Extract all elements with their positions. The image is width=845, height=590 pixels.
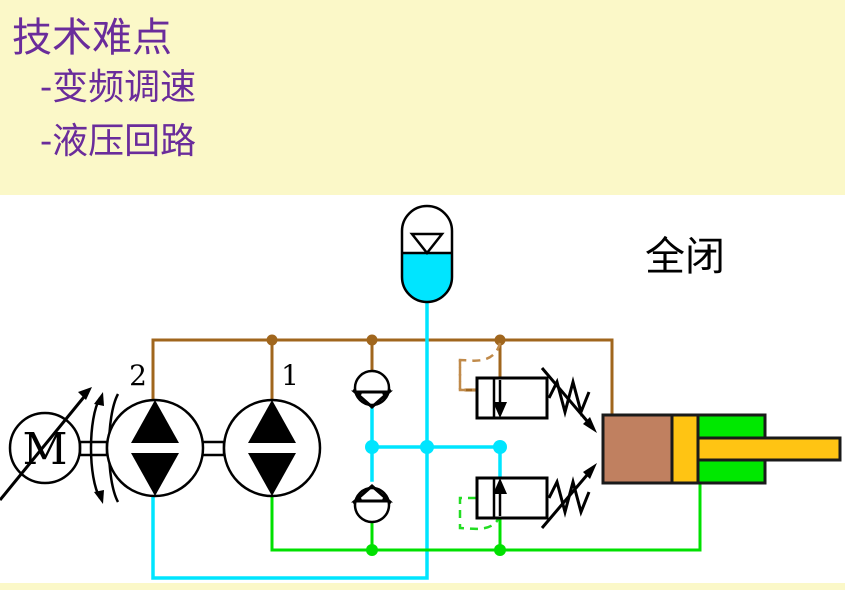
accumulator-outline [400,204,454,304]
relief-valve-upper-adjust-arrowhead [583,417,597,433]
junction-dot-green-1 [366,544,378,556]
cyan-junction-dots [365,440,507,454]
green-junction-dots [366,544,506,556]
junction-dot-brown-3 [494,334,506,346]
check-valve-lower-seat [351,483,393,503]
cyan-line-network [151,298,502,580]
check-valve-lower-seat-tick-left [352,496,362,505]
brown-pressure-line-network [151,328,614,417]
check-valve-upper-ball [353,369,391,407]
relief-valve-lower-adjust-shaft [540,467,595,529]
check-valve-upper [351,369,393,410]
accumulator [400,204,454,304]
motor-rotation-arrow-down [94,490,104,504]
check-valve-lower-ball [353,486,391,524]
junction-dot-brown-2 [366,334,378,346]
check-valve-lower-seat-tick-right [382,496,392,505]
pump1-triangle-down [248,453,296,496]
junction-dot-cyan-1 [365,440,379,454]
relief-valve-lower-adjust-arrowhead [583,463,597,479]
pump2-triangle-up [131,400,179,443]
bullet-item-2: -液压回路 [40,121,197,162]
relief-valve-lower [475,463,597,529]
relief-valve-upper-spring-icon [547,376,591,418]
pump1-label: 1 [281,359,299,392]
hydraulic-cylinder [601,413,842,485]
pilot-line-upper-dashed-leg [458,360,477,392]
motor-label: M [22,424,67,475]
check-valve-upper-seat [351,390,393,410]
hydraulic-pump-1: 1 [222,359,322,498]
green-line-network [270,480,702,552]
relief-valve-lower-box [475,476,549,520]
accumulator-fluid-fill [402,253,452,302]
motor-rotation-arc [89,397,102,499]
relief-valve-upper-flow-arrowhead [493,402,507,418]
check-valve-upper-seat-tick-left [352,388,362,397]
footer-band [0,583,845,590]
pump2-label: 2 [129,359,147,392]
check-valve-lower [351,483,393,524]
cylinder-piston-rod [696,436,842,462]
relief-valve-upper-adjust-shaft [540,367,595,429]
bullet-item-1: -变频调速 [40,67,197,108]
page-title: 技术难点 [12,15,172,61]
brown-junction-dots [266,334,506,346]
relief-valve-upper [475,367,597,433]
pump1-triangle-up [248,400,296,443]
cylinder-piston [670,413,700,485]
cyan-pump2-return [151,445,429,580]
junction-dot-cyan-3 [493,440,507,454]
variable-speed-motor: M [0,387,120,504]
diagram-annotation-closed-loop: 全闭 [645,234,725,280]
header-band [0,0,845,195]
junction-dot-green-2 [494,544,506,556]
pump2-triangle-down [131,453,179,496]
accumulator-gas-triangle-icon [409,232,445,256]
relief-valve-upper-box [475,376,549,420]
motor-variable-arrow-head [78,387,92,400]
cylinder-cap-chamber [601,413,674,485]
pilot-line-lower-dashed [458,496,502,531]
motor-variable-arrow-shaft [0,391,90,501]
junction-dot-brown-1 [266,334,278,346]
relief-valve-lower-flow-arrowhead [493,478,507,494]
junction-dot-cyan-2 [420,440,434,454]
hydraulic-pump-2: 2 [105,359,226,498]
motor-rotation-arrow-up [94,392,104,406]
check-valve-upper-seat-tick-right [382,388,392,397]
